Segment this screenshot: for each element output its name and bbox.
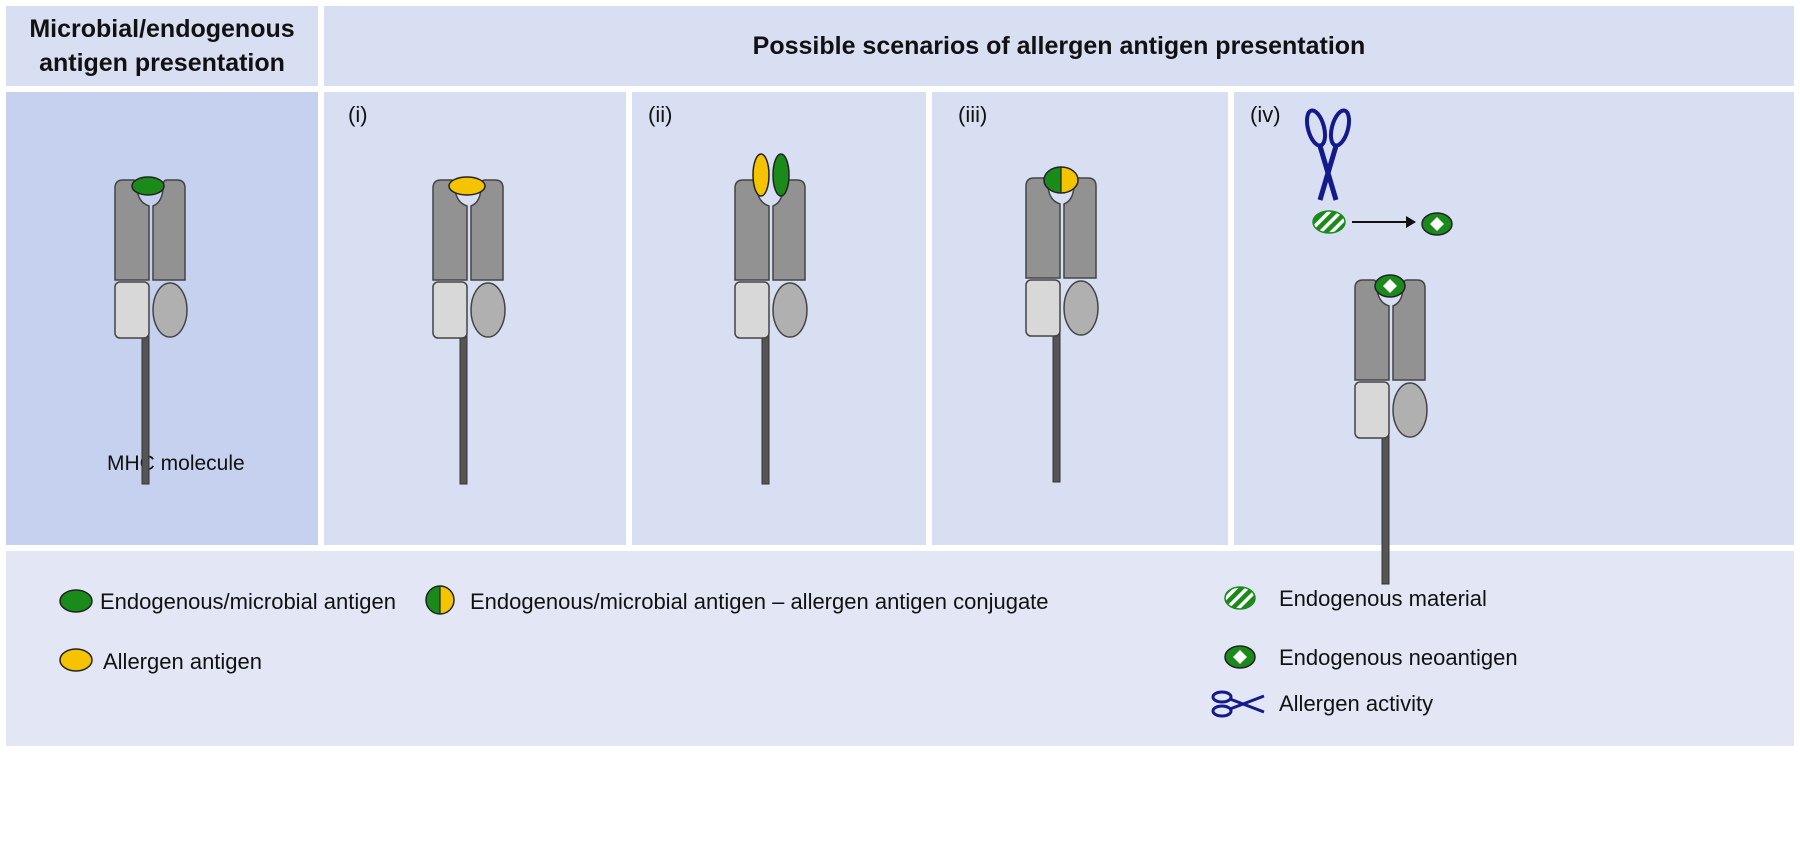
legend-green-icon bbox=[59, 589, 93, 613]
legend-yellow-icon bbox=[59, 648, 93, 672]
allergen-antigen bbox=[752, 153, 770, 197]
header-right: Possible scenarios of allergen antigen p… bbox=[324, 6, 1794, 86]
legend-allergen-activity: Allergen activity bbox=[1279, 691, 1434, 716]
mhc-molecule bbox=[114, 179, 188, 485]
legend-endogenous-material-icon bbox=[1224, 586, 1256, 610]
scissors-icon bbox=[1304, 108, 1352, 201]
endogenous-antigen bbox=[131, 176, 165, 196]
allergen-antigen bbox=[448, 176, 486, 196]
header-right-title: Possible scenarios of allergen antigen p… bbox=[752, 32, 1366, 60]
legend-conjugate-icon bbox=[425, 585, 455, 615]
endogenous-neoantigen bbox=[1374, 274, 1406, 298]
legend-conjugate: Endogenous/microbial antigen – allergen … bbox=[470, 589, 1049, 614]
legend-endogenous-microbial-antigen: Endogenous/microbial antigen bbox=[100, 589, 396, 614]
mhc-molecule bbox=[1354, 279, 1428, 585]
endogenous-antigen bbox=[772, 153, 790, 197]
legend-allergen-antigen: Allergen antigen bbox=[103, 649, 263, 674]
scenario-label-ii: (ii) bbox=[648, 102, 673, 127]
conjugate-antigen bbox=[1043, 166, 1079, 194]
legend-endogenous-neoantigen: Endogenous neoantigen bbox=[1279, 645, 1518, 670]
mhc-molecule-label: MHC molecule bbox=[107, 452, 245, 475]
header-left-title: Microbial/endogenous antigen presentatio… bbox=[29, 15, 295, 77]
scenario-label-iv: (iv) bbox=[1250, 102, 1281, 127]
scenario-label-iii: (iii) bbox=[958, 102, 988, 127]
mhc-molecule bbox=[1025, 177, 1099, 483]
legend-endogenous-material: Endogenous material bbox=[1279, 586, 1487, 611]
header-left: Microbial/endogenous antigen presentatio… bbox=[6, 6, 318, 86]
arrowhead bbox=[1406, 216, 1416, 228]
mhc-molecule bbox=[432, 179, 506, 485]
endogenous-material bbox=[1312, 210, 1346, 234]
endogenous-neoantigen bbox=[1421, 212, 1453, 236]
legend-scissors-icon bbox=[1211, 690, 1265, 718]
scenario-label-i: (i) bbox=[348, 102, 368, 127]
mhc-molecule bbox=[734, 179, 808, 485]
legend-neoantigen-icon bbox=[1224, 645, 1256, 669]
legend-panel bbox=[6, 551, 1794, 746]
